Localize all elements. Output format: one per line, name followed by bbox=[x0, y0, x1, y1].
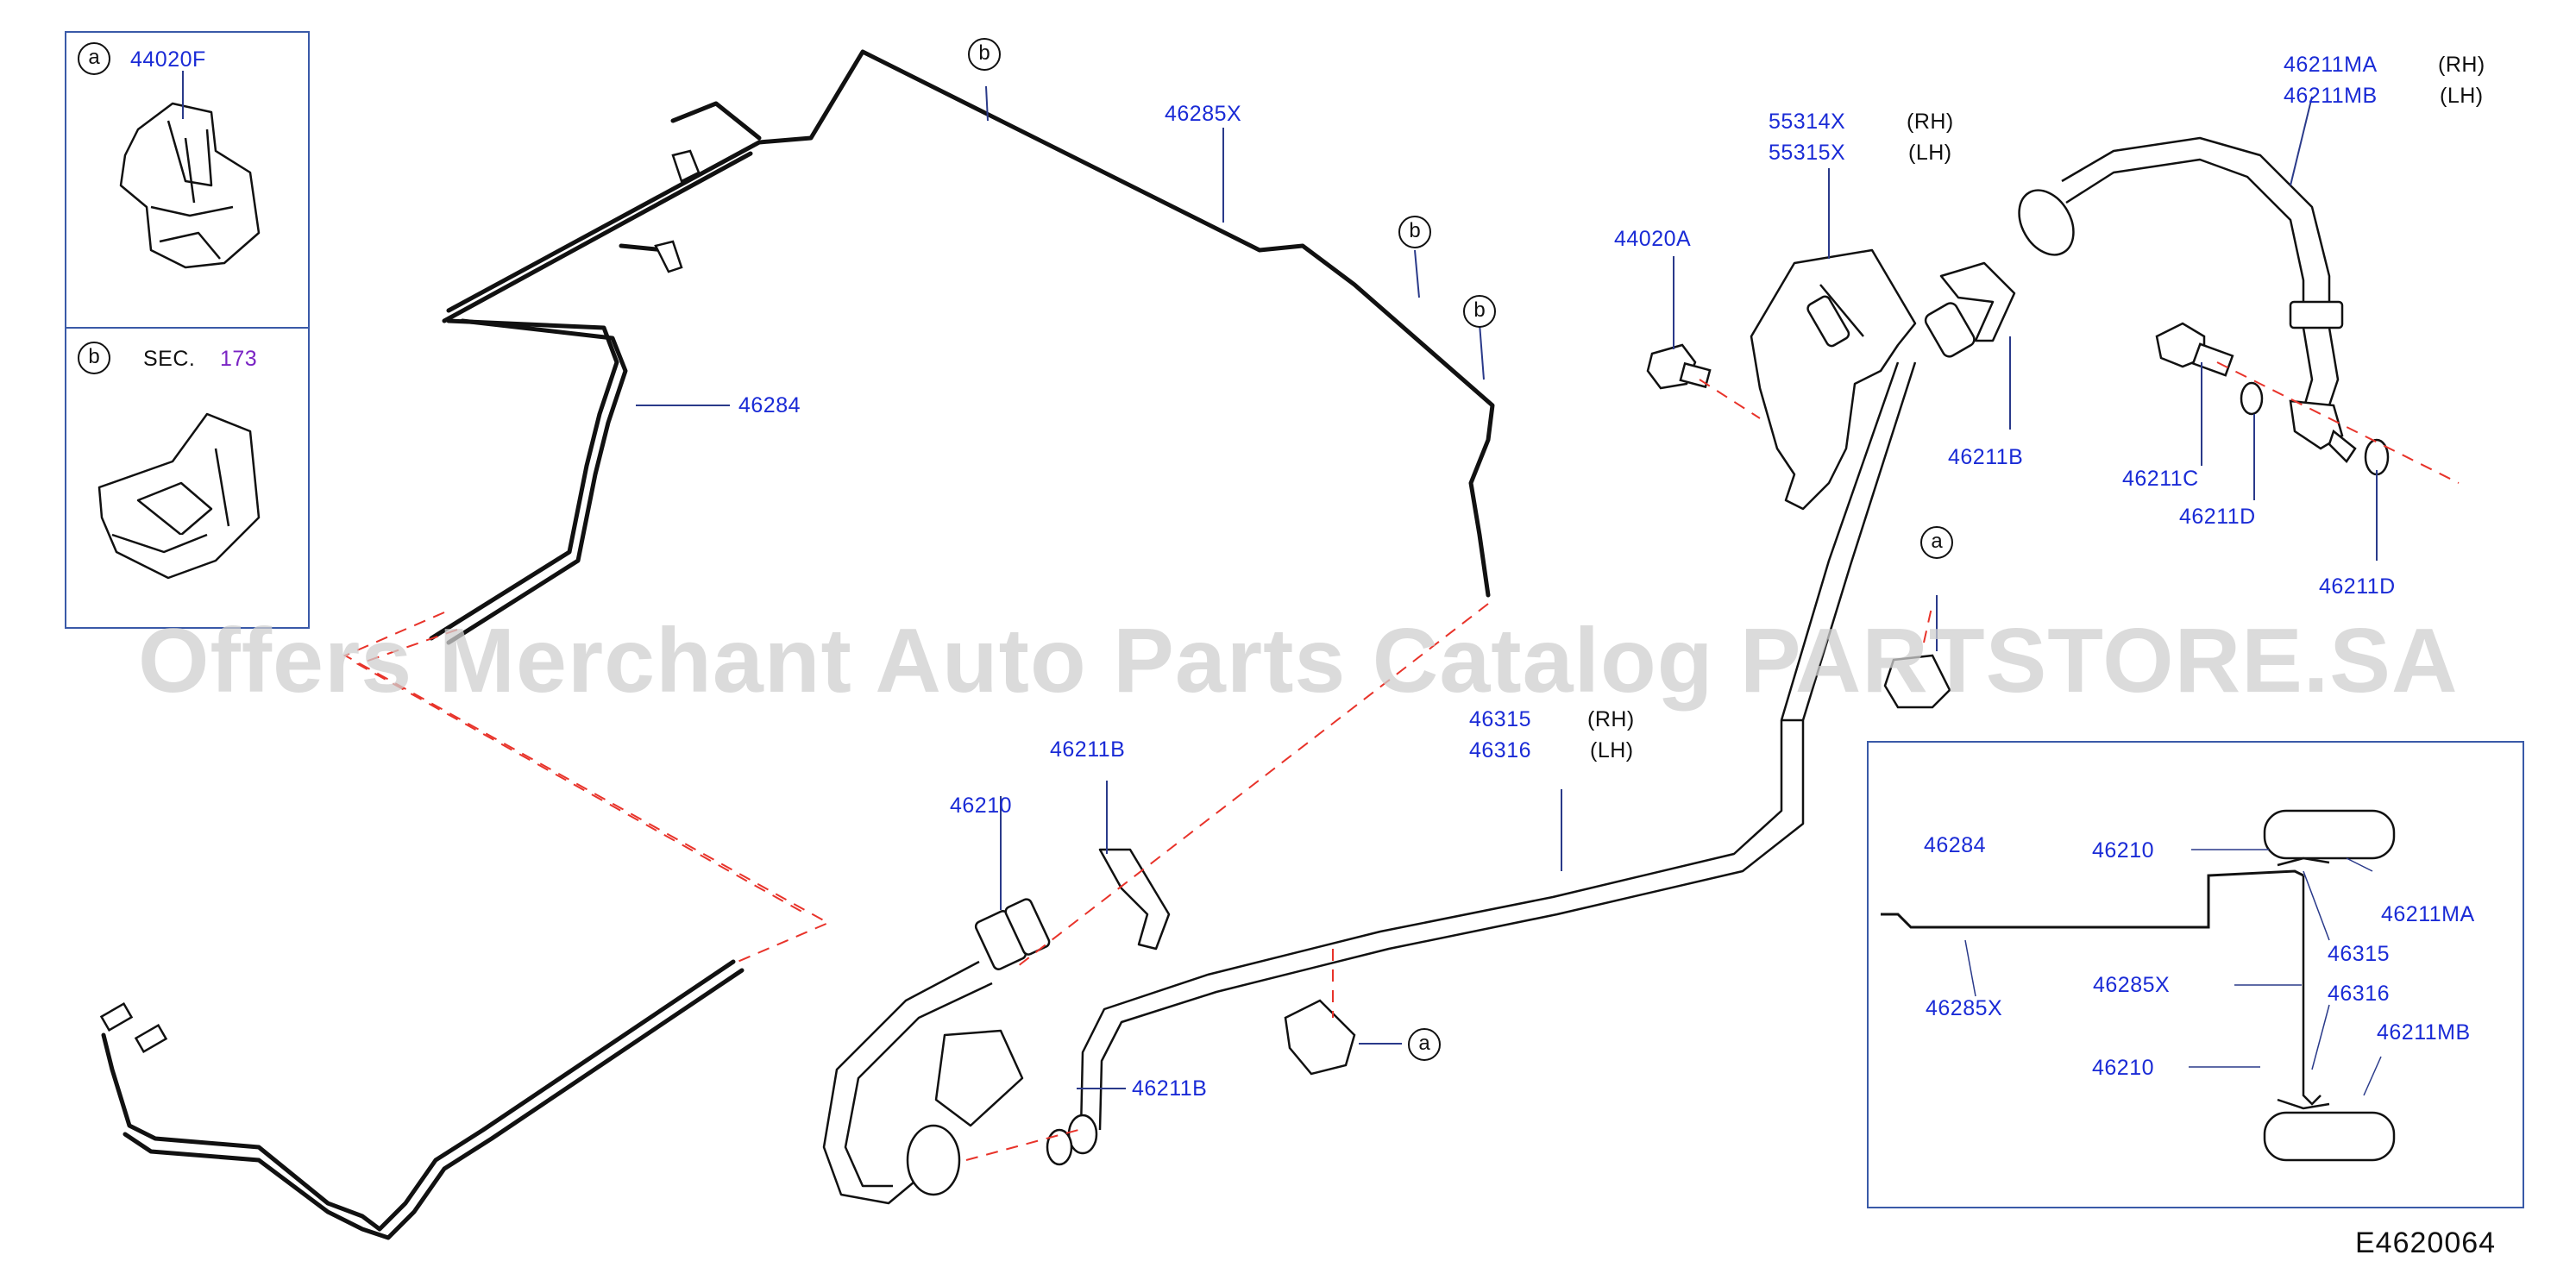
legend-sec-ref: 173 bbox=[220, 347, 258, 371]
clip-a-illustration bbox=[119, 102, 261, 269]
inset-label-46316: 46316 bbox=[2328, 982, 2391, 1006]
label-55315X: 55315X bbox=[1769, 141, 1846, 165]
callout-a-1: a bbox=[1920, 526, 1953, 559]
legend-part-44020F: 44020F bbox=[130, 47, 206, 72]
label-46315-rh: (RH) bbox=[1587, 707, 1635, 731]
inset-label-46211MB: 46211MB bbox=[2377, 1020, 2471, 1045]
legend-callout-b: b bbox=[78, 342, 110, 374]
label-46316-lh: (LH) bbox=[1590, 738, 1634, 762]
brake-hose-46315 bbox=[1079, 361, 1917, 1131]
clip-b-illustration bbox=[97, 412, 261, 580]
label-46211MA-rh: (RH) bbox=[2438, 53, 2485, 77]
layout-inset bbox=[1867, 741, 2524, 1208]
inset-label-46211MA: 46211MA bbox=[2381, 902, 2475, 926]
legend-sec-prefix: SEC. bbox=[143, 347, 196, 371]
legend-box bbox=[65, 31, 310, 629]
inset-label-46285X-left: 46285X bbox=[1926, 996, 2003, 1020]
inset-label-46285X-mid: 46285X bbox=[2093, 973, 2171, 997]
label-46285X: 46285X bbox=[1165, 102, 1242, 126]
callout-b-3: b bbox=[1463, 295, 1496, 328]
front-hose-46210 bbox=[822, 960, 993, 1205]
clip-a-small bbox=[1284, 654, 1951, 1076]
label-46211B-mid: 46211B bbox=[1050, 737, 1126, 762]
inset-label-46210-bottom: 46210 bbox=[2092, 1056, 2155, 1080]
label-44020A: 44020A bbox=[1614, 227, 1692, 251]
rear-hose-fittings bbox=[2018, 189, 2357, 463]
label-46315: 46315 bbox=[1469, 707, 1532, 731]
label-46211MB-lh: (LH) bbox=[2440, 84, 2484, 108]
label-46210: 46210 bbox=[950, 794, 1013, 818]
rear-hose-46211MA bbox=[2061, 136, 2340, 406]
callout-b-1: b bbox=[968, 38, 1001, 71]
label-46211MA: 46211MA bbox=[2284, 53, 2378, 77]
label-46211C: 46211C bbox=[2122, 467, 2199, 491]
hose-fittings bbox=[906, 302, 1976, 1196]
label-46316: 46316 bbox=[1469, 738, 1532, 762]
label-46284: 46284 bbox=[738, 393, 801, 417]
label-46211D-2: 46211D bbox=[2319, 574, 2396, 599]
label-46211MB: 46211MB bbox=[2284, 84, 2378, 108]
clip-46211B bbox=[934, 261, 2016, 1127]
label-46211B-upper: 46211B bbox=[1948, 445, 2024, 469]
callout-b-2: b bbox=[1398, 216, 1431, 248]
tube-fittings bbox=[99, 149, 701, 1054]
leader-lines bbox=[182, 71, 2378, 1089]
label-55314X: 55314X bbox=[1769, 110, 1846, 134]
brake-tube-46285X bbox=[101, 49, 1495, 1240]
inset-label-46315: 46315 bbox=[2328, 942, 2391, 966]
label-55314X-rh: (RH) bbox=[1907, 110, 1954, 134]
callout-a-2: a bbox=[1408, 1028, 1441, 1061]
bracket-55314X bbox=[1750, 248, 1917, 511]
label-55315X-lh: (LH) bbox=[1908, 141, 1952, 165]
inset-label-46210-top: 46210 bbox=[2092, 838, 2155, 863]
label-46211B-lower: 46211B bbox=[1132, 1076, 1208, 1101]
inset-label-46284: 46284 bbox=[1924, 833, 1987, 857]
dashed-guides bbox=[342, 361, 2460, 1161]
legend-callout-a: a bbox=[78, 42, 110, 75]
drawing-id: E4620064 bbox=[2355, 1227, 2497, 1259]
label-46211D-1: 46211D bbox=[2179, 505, 2256, 529]
